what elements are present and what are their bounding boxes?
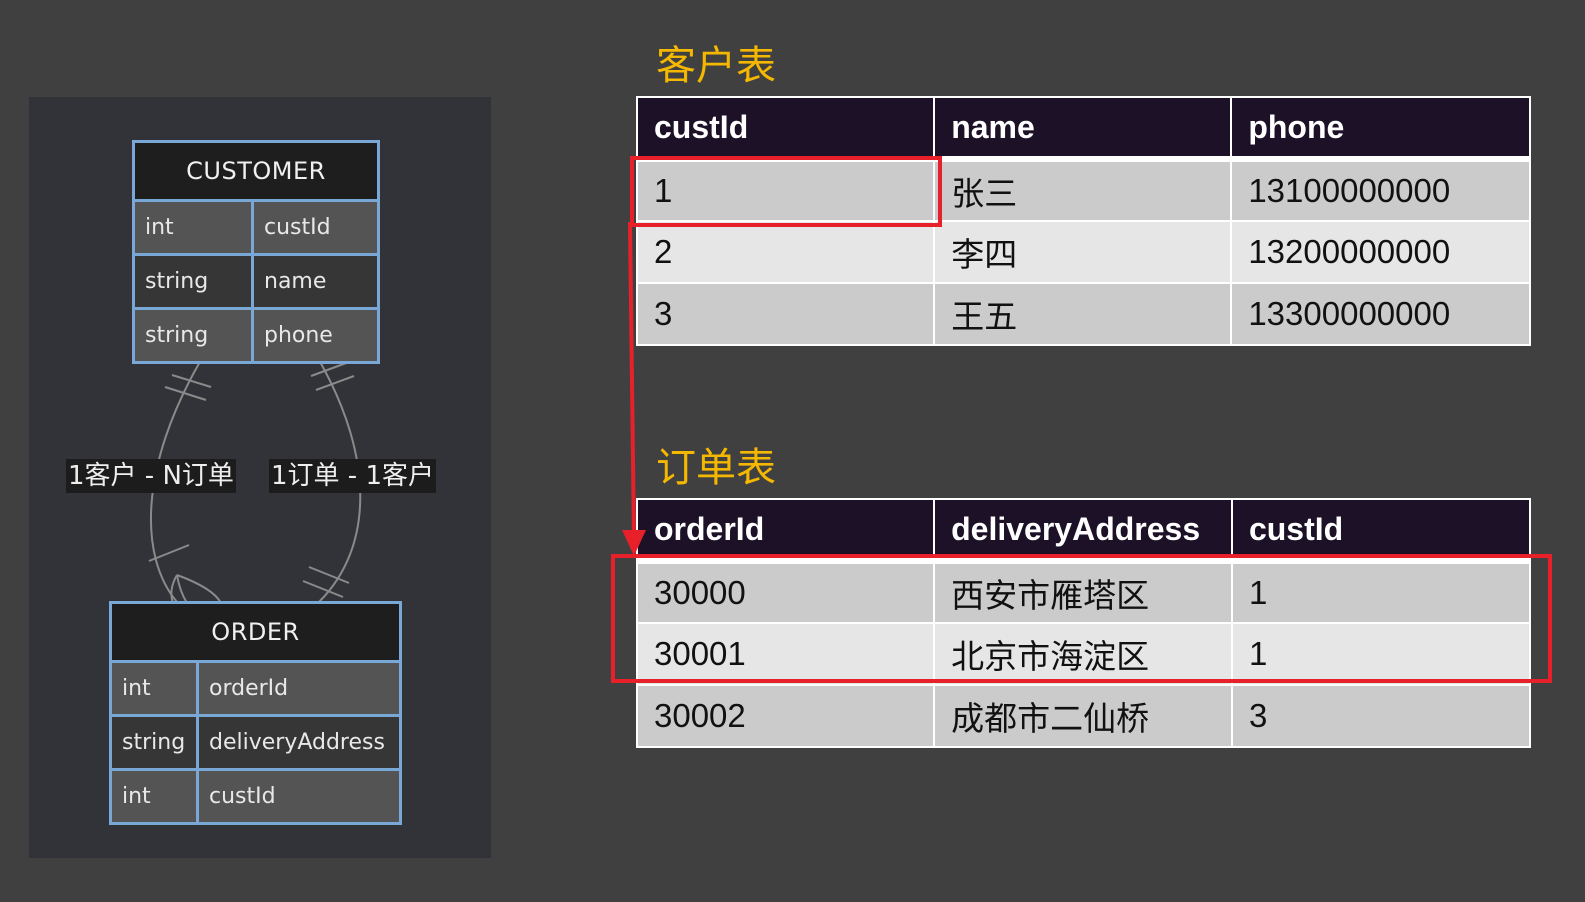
customer-field-row: string phone [135,310,377,361]
column-header: phone [1230,96,1531,162]
order-field-row: int orderId [112,663,399,714]
order-field-row: int custId [112,771,399,822]
customers-table-caption: 客户表 [656,43,776,89]
field-type: string [112,717,196,768]
column-header: custId [635,96,936,162]
field-name: phone [254,310,377,361]
table-row: 30002 成都市二仙桥 3 [635,684,1532,748]
customer-field-row: string name [135,256,377,307]
er-diagram-panel: CUSTOMER int custId string name string p… [29,97,491,858]
field-name: name [254,256,377,307]
field-name: orderId [199,663,399,714]
column-header: orderId [635,498,936,564]
field-name: deliveryAddress [199,717,399,768]
column-header: custId [1230,498,1532,564]
table-header-row: custId name phone [635,96,1531,162]
column-header: deliveryAddress [933,498,1233,564]
order-entity-title: ORDER [112,604,399,660]
table-cell: 北京市海淀区 [933,622,1233,686]
table-cell: 30000 [635,560,936,624]
table-row: 30000 西安市雁塔区 1 [635,560,1532,624]
field-name: custId [199,771,399,822]
customer-field-row: int custId [135,202,377,253]
table-cell: 王五 [933,282,1233,346]
table-cell: 13300000000 [1230,282,1531,346]
order-field-row: string deliveryAddress [112,717,399,768]
table-cell: 13200000000 [1230,220,1531,284]
table-cell: 1 [635,158,936,222]
table-cell: 西安市雁塔区 [933,560,1233,624]
table-cell: 3 [1230,684,1532,748]
table-cell: 1 [1230,622,1532,686]
relationship-lines [148,359,362,604]
table-cell: 成都市二仙桥 [933,684,1233,748]
relationship-label-order-customer: 1订单 - 1客户 [269,459,436,493]
table-cell: 张三 [933,158,1233,222]
customer-entity-title: CUSTOMER [135,143,377,199]
field-name: custId [254,202,377,253]
table-cell: 13100000000 [1230,158,1531,222]
column-header: name [933,96,1233,162]
orders-table: orderId deliveryAddress custId 30000 西安市… [635,498,1532,748]
table-cell: 30001 [635,622,936,686]
field-type: int [112,663,196,714]
table-cell: 2 [635,220,936,284]
table-cell: 30002 [635,684,936,748]
field-type: int [112,771,196,822]
table-cell: 1 [1230,560,1532,624]
orders-table-caption: 订单表 [656,445,776,491]
field-type: string [135,310,251,361]
table-row: 2 李四 13200000000 [635,220,1531,284]
relationship-label-customer-orders: 1客户 - N订单 [66,459,236,493]
table-header-row: orderId deliveryAddress custId [635,498,1532,564]
table-row: 3 王五 13300000000 [635,282,1531,346]
order-entity[interactable]: ORDER int orderId string deliveryAddress… [109,601,402,825]
customer-entity[interactable]: CUSTOMER int custId string name string p… [132,140,380,364]
link-arrow-line [627,222,636,541]
customers-table: custId name phone 1 张三 13100000000 2 李四 … [635,96,1531,346]
field-type: int [135,202,251,253]
table-row: 30001 北京市海淀区 1 [635,622,1532,686]
table-cell: 李四 [933,220,1233,284]
field-type: string [135,256,251,307]
table-cell: 3 [635,282,936,346]
table-row: 1 张三 13100000000 [635,158,1531,222]
